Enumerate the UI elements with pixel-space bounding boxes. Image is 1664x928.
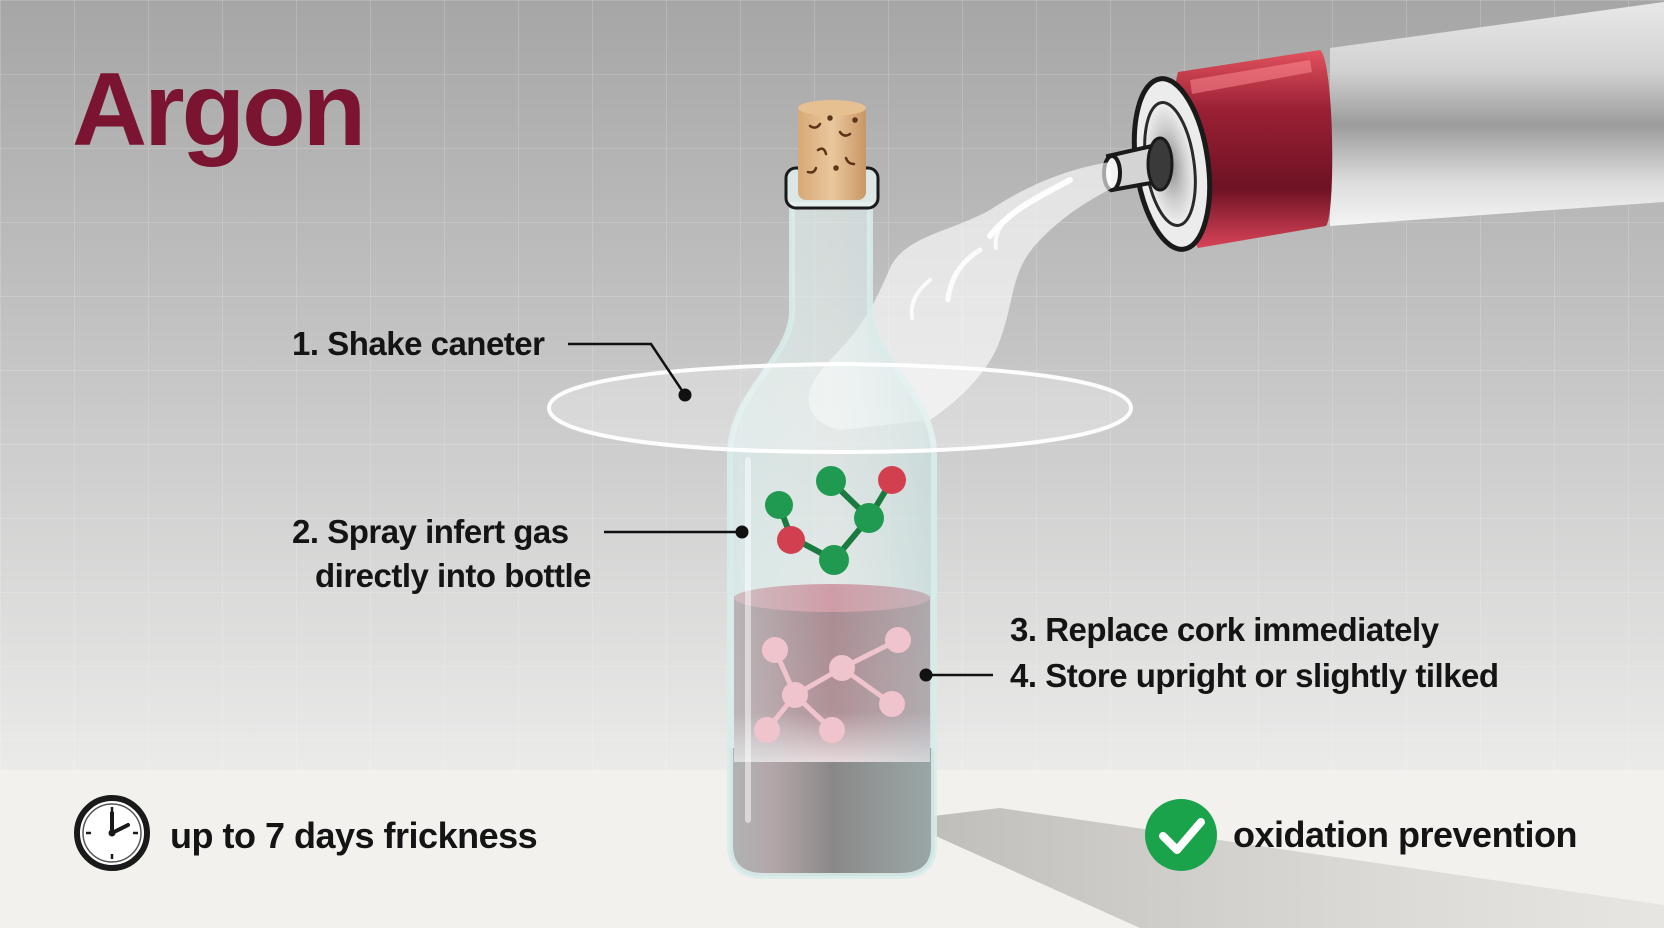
molecule-atom [878, 466, 906, 494]
molecule-atom [819, 545, 849, 575]
molecule-atom [777, 526, 805, 554]
step-store-upright: 4. Store upright or slightly tilked [1010, 657, 1499, 694]
gas-molecule [765, 466, 906, 575]
cork-top [798, 100, 866, 116]
step-spray-gas: 2. Spray infert gas [292, 513, 569, 550]
step-spray-gas-continued: directly into bottle [315, 557, 592, 594]
gas-layer-disc [546, 361, 1134, 455]
cork-texture [806, 115, 858, 174]
leader-line-step1 [568, 342, 687, 396]
clock-icon [74, 795, 150, 871]
molecule-atom [854, 503, 884, 533]
molecule-atom [879, 691, 905, 717]
molecule-atom [765, 491, 793, 519]
molecule-atom [819, 717, 845, 743]
benefit-label: oxidation prevention [1233, 814, 1578, 855]
freshness-label: up to 7 days frickness [170, 815, 538, 856]
molecule-atom [816, 466, 846, 496]
molecule-atom [754, 717, 780, 743]
bottle-floor-shadow [900, 808, 1664, 928]
canister-band-shine [1190, 60, 1312, 94]
molecule-atom [762, 637, 788, 663]
step-replace-cork: 3. Replace cork immediately [1010, 611, 1439, 648]
canister-body [1330, 2, 1664, 226]
canister-band [1172, 50, 1333, 248]
argon-canister [1102, 2, 1664, 252]
leader-dot-step2 [735, 525, 749, 539]
molecule-atom [829, 655, 855, 681]
molecule-atom [885, 627, 911, 653]
step-shake-canister: 1. Shake caneter [292, 325, 545, 362]
check-circle-icon [1145, 799, 1217, 871]
wine-molecule [754, 627, 911, 743]
leader-lines [568, 342, 993, 677]
leader-dot-step4 [919, 668, 933, 682]
leader-dot-step1 [678, 388, 692, 402]
canister-valve [1146, 136, 1174, 192]
molecule-atom [782, 682, 808, 708]
page-title: Argon [72, 52, 366, 168]
